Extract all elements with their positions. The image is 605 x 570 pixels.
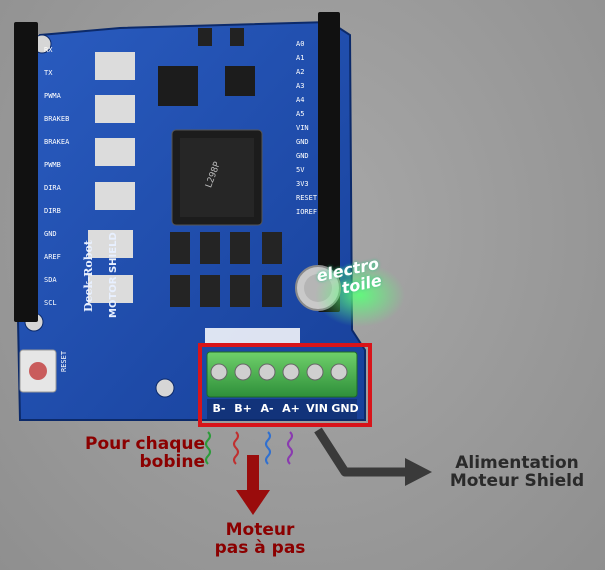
power-supply-label: Alimentation Moteur Shield	[432, 453, 602, 491]
right-pin-label: IOREF	[296, 208, 318, 216]
right-pin-label: A2	[296, 68, 305, 76]
right-pin-label: RESET	[296, 194, 318, 202]
left-pin-label: PWMA	[44, 92, 61, 100]
right-pin-label: A5	[296, 110, 305, 118]
down-arrow	[236, 455, 270, 515]
right-pin-label: A0	[296, 40, 305, 48]
per-coil-label: Pour chaque bobine	[60, 434, 205, 472]
right-pin-label: GND	[296, 138, 309, 146]
terminal-label-a-minus: A-	[260, 402, 274, 415]
terminal-label-gnd: GND	[331, 402, 359, 415]
board-brand: Deek-Robot	[82, 240, 95, 312]
left-pin-label: PWMB	[44, 161, 61, 169]
motor-shield-board	[14, 12, 366, 421]
right-pin-label: VIN	[296, 124, 309, 132]
terminal-block	[198, 343, 372, 427]
left-pin-label: BRAKEB	[44, 115, 70, 123]
left-pin-label: RX	[44, 46, 53, 54]
left-pin-label: SDA	[44, 276, 57, 284]
left-pin-label: GND	[44, 230, 57, 238]
right-pin-label: 3V3	[296, 180, 309, 188]
right-pin-label: GND	[296, 152, 309, 160]
left-pin-label: SCL	[44, 299, 57, 307]
glow-effect	[315, 263, 405, 327]
left-pin-label: DIRA	[44, 184, 61, 192]
right-pin-label: A1	[296, 54, 305, 62]
left-pin-label: BRAKEA	[44, 138, 70, 146]
per-coil-line1: Pour chaque	[85, 434, 205, 454]
right-pin-label: A4	[296, 96, 305, 104]
coil-wires	[205, 431, 293, 465]
right-pin-label: 5V	[296, 166, 305, 174]
stepper-line2: pas à pas	[214, 537, 306, 558]
left-pin-label: AREF	[44, 253, 61, 261]
reset-label: RESET	[60, 350, 68, 372]
per-coil-line2: bobine	[139, 451, 205, 472]
power-line1: Alimentation	[455, 453, 579, 473]
terminal-label-b-minus: B-	[212, 402, 226, 415]
stepper-line1: Moteur	[225, 520, 295, 540]
power-arrow	[314, 427, 432, 486]
board-name: MOTOR SHIELD	[108, 232, 119, 318]
left-pin-label: DIRB	[44, 207, 61, 215]
power-line2: Moteur Shield	[449, 470, 585, 491]
terminal-label-b-plus: B+	[234, 402, 252, 415]
left-pin-label: TX	[44, 69, 53, 77]
stepper-motor-label: Moteur pas à pas	[195, 520, 325, 558]
terminal-label-a-plus: A+	[282, 402, 300, 415]
right-pin-label: A3	[296, 82, 305, 90]
terminal-label-vin: VIN	[306, 402, 328, 415]
